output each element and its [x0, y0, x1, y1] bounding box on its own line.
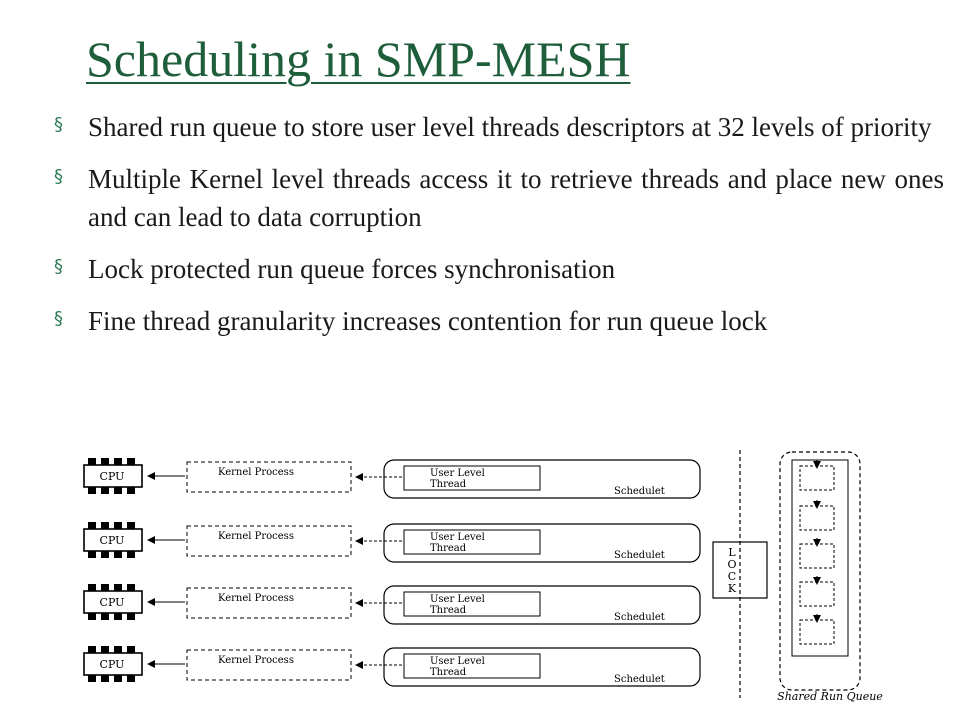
kernel-process-label: Kernel Process [218, 655, 294, 666]
lock-letter: L [728, 546, 736, 559]
cpu-label: CPU [100, 470, 125, 483]
bullet-list: § Shared run queue to store user level t… [54, 108, 944, 354]
kernel-process-box [186, 587, 352, 619]
lock-letter: K [728, 582, 737, 595]
bullet-marker-icon: § [54, 256, 63, 277]
user-thread-label: User Level [430, 656, 485, 667]
user-thread-label: Thread [430, 543, 467, 554]
queue-slot [799, 581, 835, 607]
bullet-text: Lock protected run queue forces synchron… [88, 254, 616, 284]
scheduler-box [383, 523, 701, 563]
scheduler-label: Schedulet [614, 486, 665, 497]
bullet-text: Fine thread granularity increases conten… [88, 306, 768, 336]
kernel-process-label: Kernel Process [218, 467, 294, 478]
bullet-text: Shared run queue to store user level thr… [88, 112, 932, 142]
user-thread-label: User Level [430, 532, 485, 543]
scheduler-box [383, 585, 701, 625]
user-thread-label: Thread [430, 605, 467, 616]
bullet-marker-icon: § [54, 166, 63, 187]
user-level-thread-box [403, 465, 541, 491]
kernel-process-box [186, 461, 352, 493]
bullet-item: § Lock protected run queue forces synchr… [54, 250, 944, 288]
cpu-label: CPU [100, 534, 125, 547]
cpu-row: CPU Kernel Process User LevelThreadSchedul… [83, 646, 701, 687]
queue-slot [799, 465, 835, 491]
bullet-marker-icon: § [54, 308, 63, 329]
bullet-item: § Multiple Kernel level threads access i… [54, 160, 944, 236]
kernel-process-box [186, 525, 352, 557]
cpu-chip-icon: CPU [83, 584, 143, 620]
cpu-row: CPU Kernel Process User LevelThreadSchedul… [83, 458, 701, 499]
user-thread-label: User Level [430, 594, 485, 605]
user-level-thread-box [403, 591, 541, 617]
bullet-item: § Shared run queue to store user level t… [54, 108, 944, 146]
shared-run-queue: Shared Run Queue [777, 451, 883, 703]
scheduler-label: Schedulet [614, 674, 665, 685]
queue-slot [799, 505, 835, 531]
scheduler-label: Schedulet [614, 550, 665, 561]
kernel-process-label: Kernel Process [218, 531, 294, 542]
user-thread-label: Thread [430, 479, 467, 490]
scheduler-box [383, 647, 701, 687]
bullet-text: Multiple Kernel level threads access it … [88, 164, 944, 232]
user-level-thread-box [403, 529, 541, 555]
slide-title: Scheduling in SMP-MESH [86, 31, 631, 87]
scheduler-box [383, 459, 701, 499]
queue-slot [799, 543, 835, 569]
queue-label: Shared Run Queue [777, 690, 883, 703]
lock-letter: O [727, 558, 736, 571]
cpu-row: CPU Kernel Process User LevelThreadSchedul… [83, 584, 701, 625]
cpu-row: CPU Kernel Process User LevelThreadSchedul… [83, 522, 701, 563]
scheduler-label: Schedulet [614, 612, 665, 623]
bullet-marker-icon: § [54, 114, 63, 135]
user-level-thread-box [403, 653, 541, 679]
cpu-label: CPU [100, 658, 125, 671]
queue-slot [799, 619, 835, 645]
user-thread-label: User Level [430, 468, 485, 479]
kernel-process-label: Kernel Process [218, 593, 294, 604]
cpu-chip-icon: CPU [83, 646, 143, 682]
kernel-process-box [186, 649, 352, 681]
cpu-label: CPU [100, 596, 125, 609]
cpu-chip-icon: CPU [83, 458, 143, 494]
bullet-item: § Fine thread granularity increases cont… [54, 302, 944, 340]
cpu-chip-icon: CPU [83, 522, 143, 558]
user-thread-label: Thread [430, 667, 467, 678]
lock-letter: C [728, 570, 736, 583]
